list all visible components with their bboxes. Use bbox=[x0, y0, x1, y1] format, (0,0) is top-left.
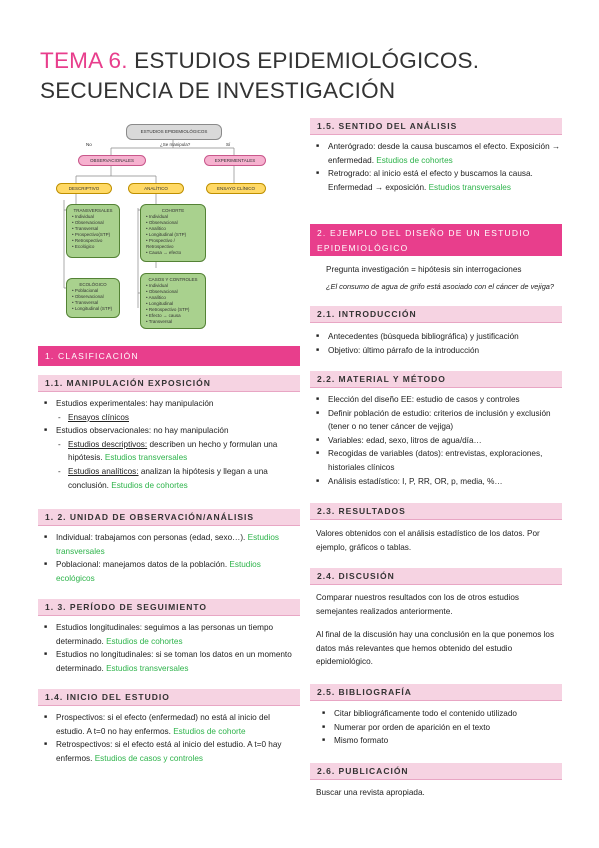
diagram-item: • Transversal bbox=[72, 300, 99, 305]
diagram-item: • Observacional bbox=[146, 289, 178, 294]
discusion-text-1: Comparar nuestros resultados con los de … bbox=[316, 593, 519, 616]
diagram-item: • Poblacional bbox=[72, 288, 99, 293]
section-1-4: 1.4. INICIO DEL ESTUDIO bbox=[38, 689, 300, 706]
list-item: Análisis estadístico: I, P, RR, OR, p, m… bbox=[310, 475, 562, 489]
section-2-4: 2.4. DISCUSIÓN bbox=[310, 568, 562, 585]
list-item: Estudios no longitudinales: si se toman … bbox=[38, 648, 300, 675]
list-1-4: Prospectivos: si el efecto (enfermedad) … bbox=[38, 711, 300, 765]
section-1-1: 1.1. MANIPULACIÓN EXPOSICIÓN bbox=[38, 375, 300, 392]
diagram-item: • Observacional bbox=[146, 220, 178, 225]
diagram-item: • Prospectivo(STP) bbox=[72, 232, 111, 237]
list-item: Poblacional: manejamos datos de la pobla… bbox=[38, 558, 300, 585]
section-2-6: 2.6. PUBLICACIÓN bbox=[310, 763, 562, 780]
list-item: Objetivo: último párrafo de la introducc… bbox=[310, 344, 562, 358]
diagram-item: • Ecológico bbox=[72, 244, 95, 249]
diagram-item: • Causa → efecto bbox=[146, 250, 182, 255]
section-1-5: 1.5. SENTIDO DEL ANÁLISIS bbox=[310, 118, 562, 135]
list-1-2: Individual: trabajamos con personas (eda… bbox=[38, 531, 300, 585]
diagram-experimentales: EXPERIMENTALES bbox=[204, 155, 266, 166]
list-item: Retrospectivos: si el efecto está al ini… bbox=[38, 738, 300, 765]
discusion-text-2: Al final de la discusión hay una conclus… bbox=[316, 630, 555, 667]
diagram-casos: CASOS Y CONTROLES • Individual• Observac… bbox=[140, 273, 206, 329]
diagram-transversales-title: TRANSVERSALES bbox=[73, 208, 113, 213]
section-clasificacion: 1. CLASIFICACIÓN bbox=[38, 346, 300, 366]
diagram-item: • Efecto → causa bbox=[146, 313, 181, 318]
list-item: Estudios analíticos: analizan la hipótes… bbox=[38, 465, 300, 492]
list-item: Antecedentes (búsqueda bibliográfica) y … bbox=[310, 330, 562, 344]
diagram-descriptivo: DESCRIPTIVO bbox=[56, 183, 112, 194]
list-item: Citar bibliográficamente todo el conteni… bbox=[316, 707, 562, 721]
research-example: ¿El consumo de agua de grifo está asocia… bbox=[326, 282, 555, 291]
diagram-analitico: ANALÍTICO bbox=[128, 183, 184, 194]
list-item: Individual: trabajamos con personas (eda… bbox=[38, 531, 300, 558]
list-item: Prospectivos: si el efecto (enfermedad) … bbox=[38, 711, 300, 738]
section-2-3: 2.3. RESULTADOS bbox=[310, 503, 562, 520]
diagram-item: • Prospectivo / Retrospectivo bbox=[146, 238, 175, 249]
diagram-ecologico-items: • Poblacional• Observacional• Transversa… bbox=[72, 288, 114, 312]
list-2-1: Antecedentes (búsqueda bibliográfica) y … bbox=[310, 330, 562, 357]
diagram-item: • Longitudinal (STP) bbox=[146, 232, 187, 237]
diagram-question: ¿Se manipula? bbox=[160, 142, 191, 147]
list-1-5: Anterógrado: desde la causa buscamos el … bbox=[310, 140, 562, 194]
diagram-casos-title: CASOS Y CONTROLES bbox=[148, 277, 198, 282]
section-1-2: 1. 2. UNIDAD DE OBSERVACIÓN/ANÁLISIS bbox=[38, 509, 300, 526]
diagram-item: • Observacional bbox=[72, 294, 104, 299]
diagram-cohorte: COHORTE • Individual• Observacional• Ana… bbox=[140, 204, 206, 262]
diagram-item: • Transversal bbox=[72, 226, 99, 231]
list-1-3: Estudios longitudinales: seguimos a las … bbox=[38, 621, 300, 675]
diagram-root: ESTUDIOS EPIDEMIOLÓGICOS bbox=[126, 124, 222, 140]
diagram-item: • Analítico bbox=[146, 295, 166, 300]
section-2-5: 2.5. BIBLIOGRAFÍA bbox=[310, 684, 562, 701]
diagram-no: No bbox=[86, 142, 92, 147]
list-item: Elección del diseño EE: estudio de casos… bbox=[310, 393, 562, 407]
list-2-5: Citar bibliográficamente todo el conteni… bbox=[316, 707, 562, 748]
diagram-casos-items: • Individual• Observacional• Analítico• … bbox=[146, 283, 200, 325]
list-item: Estudios observacionales: no hay manipul… bbox=[38, 424, 300, 438]
diagram-ecologico: ECOLÓGICO • Poblacional• Observacional• … bbox=[66, 278, 120, 318]
resultados-text: Valores obtenidos con el análisis estadí… bbox=[316, 529, 540, 552]
classification-diagram: ESTUDIOS EPIDEMIOLÓGICOS ¿Se manipula? N… bbox=[56, 118, 290, 330]
diagram-ensayo: ENSAYO CLÍNICO bbox=[206, 183, 266, 194]
list-item: Anterógrado: desde la causa buscamos el … bbox=[310, 140, 562, 167]
diagram-ecologico-title: ECOLÓGICO bbox=[79, 282, 107, 287]
diagram-si: Sí bbox=[226, 142, 231, 147]
diagram-transversales-items: • Individual• Observacional• Transversal… bbox=[72, 214, 114, 250]
diagram-item: • Individual bbox=[146, 283, 168, 288]
list-item: Estudios longitudinales: seguimos a las … bbox=[38, 621, 300, 648]
list-item: Ensayos clínicos bbox=[38, 411, 300, 425]
list-2-2: Elección del diseño EE: estudio de casos… bbox=[310, 393, 562, 488]
list-item: Retrogrado: al inicio está el efecto y b… bbox=[310, 167, 562, 194]
list-item: Estudios descriptivos: describen un hech… bbox=[38, 438, 300, 465]
diagram-item: • Observacional bbox=[72, 220, 104, 225]
diagram-cohorte-title: COHORTE bbox=[161, 208, 185, 213]
diagram-observacionales: OBSERVACIONALES bbox=[78, 155, 146, 166]
section-1-3: 1. 3. PERÍODO DE SEGUIMIENTO bbox=[38, 599, 300, 616]
publicacion-text: Buscar una revista apropiada. bbox=[316, 788, 425, 797]
section-2-2: 2.2. MATERIAL Y MÉTODO bbox=[310, 371, 562, 388]
list-item: Estudios experimentales: hay manipulació… bbox=[38, 397, 300, 411]
list-item: Variables: edad, sexo, litros de agua/dí… bbox=[310, 434, 562, 448]
diagram-item: • Individual bbox=[146, 214, 168, 219]
diagram-item: • Transversal bbox=[146, 319, 173, 324]
list-item: Numerar por orden de aparición en el tex… bbox=[316, 721, 562, 735]
diagram-item: • Retrospectivo bbox=[72, 238, 103, 243]
section-2-1: 2.1. INTRODUCCIÓN bbox=[310, 306, 562, 323]
list-item: Mismo formato bbox=[316, 734, 562, 748]
research-question: Pregunta investigación = hipótesis sin i… bbox=[326, 265, 522, 274]
diagram-item: • Longitudinal bbox=[146, 301, 174, 306]
list-1-1: Estudios experimentales: hay manipulació… bbox=[38, 397, 300, 492]
list-item: Recogidas de variables (datos): entrevis… bbox=[310, 447, 562, 474]
diagram-item: • Longitudinal (STP) bbox=[72, 306, 113, 311]
diagram-item: • Retrospectivo (STP) bbox=[146, 307, 190, 312]
diagram-item: • Individual bbox=[72, 214, 94, 219]
diagram-item: • Analítico bbox=[146, 226, 166, 231]
diagram-transversales: TRANSVERSALES • Individual• Observaciona… bbox=[66, 204, 120, 258]
diagram-cohorte-items: • Individual• Observacional• Analítico• … bbox=[146, 214, 200, 256]
list-item: Definir población de estudio: criterios … bbox=[310, 407, 562, 434]
page-title: TEMA 6. ESTUDIOS EPIDEMIOLÓGICOS. SECUEN… bbox=[40, 48, 480, 103]
section-ejemplo: 2. EJEMPLO DEL DISEÑO DE UN ESTUDIO EPID… bbox=[310, 224, 562, 256]
